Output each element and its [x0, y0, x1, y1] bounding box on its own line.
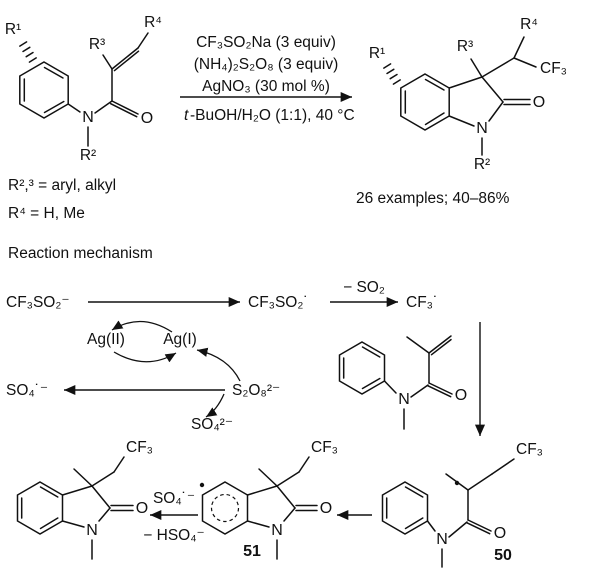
- product-cf3-label: CF₃: [540, 60, 567, 77]
- sulfonyl-radical-label: CF₃SO₂˙: [248, 294, 309, 311]
- product-r4-label: R⁴: [520, 16, 538, 33]
- condition-line-1: CF₃SO₂Na (3 equiv): [196, 34, 336, 51]
- phenyl-ring: [381, 481, 429, 535]
- amide-o-label: O: [455, 387, 467, 404]
- reaction-conditions: CF₃SO₂Na (3 equiv) (NH₄)₂S₂O₈ (3 equiv) …: [180, 34, 355, 124]
- persulfate-label: S₂O₈²⁻: [232, 382, 280, 399]
- product-n-label: N: [476, 120, 488, 137]
- delocalization-dashed-circle: [210, 493, 240, 523]
- amide-o-label: O: [136, 500, 148, 517]
- hashed-bond: [19, 41, 37, 63]
- hashed-bond: [383, 63, 401, 85]
- amide-n-label: N: [271, 522, 283, 539]
- cf3-label: CF₃: [311, 439, 338, 456]
- substrate-structure: R¹ N R² O R³ R⁴: [5, 14, 162, 164]
- condition-line-2: (NH₄)₂S₂O₈ (3 equiv): [194, 56, 339, 73]
- substrate-o-label: O: [141, 110, 153, 127]
- substrate-r2-label: R²: [80, 147, 96, 164]
- benzo-ring: [400, 73, 450, 131]
- substrate-r3-label: R³: [89, 36, 105, 53]
- substrate-n-label: N: [82, 109, 94, 126]
- condition-line-3: AgNO₃ (30 mol %): [202, 78, 330, 95]
- silver-redox-cycle: Ag(II) Ag(I) SO₄˙⁻ S₂O₈²⁻ SO₄²⁻: [6, 320, 280, 433]
- compound-50-label: 50: [494, 547, 512, 564]
- radical-dot: [199, 482, 205, 488]
- cycle-arc-top: [111, 320, 173, 333]
- product-r1-label: R¹: [369, 45, 385, 62]
- solvent-line: -BuOH/H₂O (1:1), 40 °C: [190, 107, 355, 124]
- product-structure: R¹ N R² O R³ R⁴ CF₃: [369, 16, 567, 173]
- sulfate-radical-step-label: SO₄˙⁻: [153, 490, 195, 507]
- amide-o-label: O: [494, 525, 506, 542]
- scope-text: 26 examples; 40–86%: [356, 190, 510, 207]
- intermediate-51-structure: N O CF₃ 51: [199, 439, 338, 560]
- ag2-label: Ag(II): [87, 331, 125, 348]
- product-r2-label: R²: [474, 156, 490, 173]
- substrate-r4-label: R⁴: [144, 14, 162, 31]
- persulfate-to-silver-arc: [196, 347, 241, 382]
- r4-definition: R⁴ = H, Me: [8, 205, 85, 222]
- solvent-italic-t: t: [184, 107, 189, 124]
- product-r3-label: R³: [457, 38, 473, 55]
- triflinate-label: CF₃SO₂⁻: [6, 294, 70, 311]
- amide-n-label: N: [86, 522, 98, 539]
- cf3-label: CF₃: [516, 441, 543, 458]
- compound-51-label: 51: [243, 543, 261, 560]
- benzene-ring: [19, 61, 69, 119]
- r23-definition: R²,³ = aryl, alkyl: [8, 177, 116, 194]
- sulfate-byproduct-arc: [205, 393, 225, 418]
- so2-loss-label: − SO₂: [343, 279, 385, 296]
- ag1-label: Ag(I): [163, 331, 197, 348]
- mechanism-radical-generation: CF₃SO₂⁻ CF₃SO₂˙ − SO₂ CF₃˙: [6, 279, 438, 311]
- benzo-ring: [16, 481, 64, 535]
- amide-o-label: O: [320, 500, 332, 517]
- final-product-structure: N O CF₃: [16, 439, 153, 560]
- product-o-label: O: [533, 94, 545, 111]
- sulfate-radical-left-label: SO₄˙⁻: [6, 382, 48, 399]
- intermediate-50-structure: N O CF₃ 50: [381, 441, 543, 568]
- methacrylamide-structure: N O: [338, 335, 467, 430]
- cyclohexadienyl-ring: [201, 481, 249, 535]
- substrate-r1-label: R¹: [5, 21, 21, 38]
- cf3-radical-label: CF₃˙: [406, 294, 438, 311]
- amide-n-label: N: [436, 531, 448, 548]
- phenyl-ring: [338, 341, 386, 395]
- hso4-loss-label: − HSO₄⁻: [143, 527, 204, 544]
- cycle-arc-bottom: [113, 351, 177, 363]
- mechanism-title: Reaction mechanism: [8, 245, 153, 262]
- rearomatization-step: SO₄˙⁻ − HSO₄⁻: [143, 490, 204, 544]
- sulfate-label: SO₄²⁻: [191, 416, 233, 433]
- cf3-label: CF₃: [126, 439, 153, 456]
- amide-n-label: N: [398, 391, 410, 408]
